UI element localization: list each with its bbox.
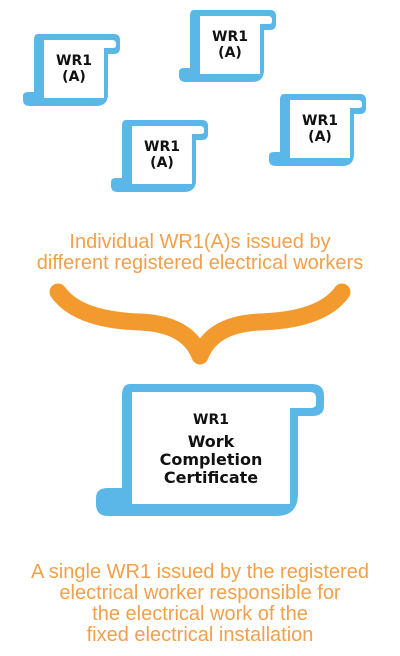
wr1a-scroll-2: WR1 (A) bbox=[176, 4, 278, 90]
caption-bottom-line1: A single WR1 issued by the registered bbox=[31, 561, 369, 583]
scroll-label-line1: WR1 bbox=[212, 29, 248, 46]
scroll-label-line2: (A) bbox=[62, 69, 86, 85]
certificate-title-line2: Completion bbox=[159, 449, 263, 469]
document-scroll-icon bbox=[23, 34, 120, 106]
scroll-label-line1: WR1 bbox=[302, 113, 338, 130]
certificate-code: WR1 bbox=[193, 412, 229, 429]
scroll-label-line2: (A) bbox=[218, 45, 242, 61]
caption-top-line1: Individual WR1(A)s issued by bbox=[69, 231, 331, 253]
scroll-label-line2: (A) bbox=[150, 155, 174, 171]
caption-individual-wr1a: Individual WR1(A)s issued by different r… bbox=[0, 232, 400, 274]
caption-top-line2: different registered electrical workers bbox=[36, 252, 364, 274]
wr1a-scroll-4: WR1 (A) bbox=[266, 88, 368, 174]
certificate-title-line3: Certificate bbox=[163, 467, 259, 487]
document-scroll-icon bbox=[179, 10, 276, 82]
caption-single-wr1: A single WR1 issued by the registered el… bbox=[0, 562, 400, 646]
wr1-certificate-scroll: WR1 Work Completion Certificate bbox=[92, 376, 328, 526]
document-scroll-icon bbox=[96, 384, 324, 516]
document-scroll-icon bbox=[111, 120, 208, 192]
scroll-label-line1: WR1 bbox=[144, 139, 180, 156]
caption-bottom-line4: fixed electrical installation bbox=[86, 624, 314, 646]
certificate-title-line1: Work bbox=[187, 431, 235, 451]
scroll-label-line2: (A) bbox=[308, 129, 332, 145]
scroll-label-line1: WR1 bbox=[56, 53, 92, 70]
caption-bottom-line3: the electrical work of the bbox=[92, 603, 308, 625]
caption-bottom-line2: electrical worker responsible for bbox=[59, 582, 341, 604]
document-scroll-icon bbox=[269, 94, 366, 166]
wr1a-scroll-3: WR1 (A) bbox=[108, 114, 210, 200]
wr1a-scroll-1: WR1 (A) bbox=[20, 28, 122, 114]
